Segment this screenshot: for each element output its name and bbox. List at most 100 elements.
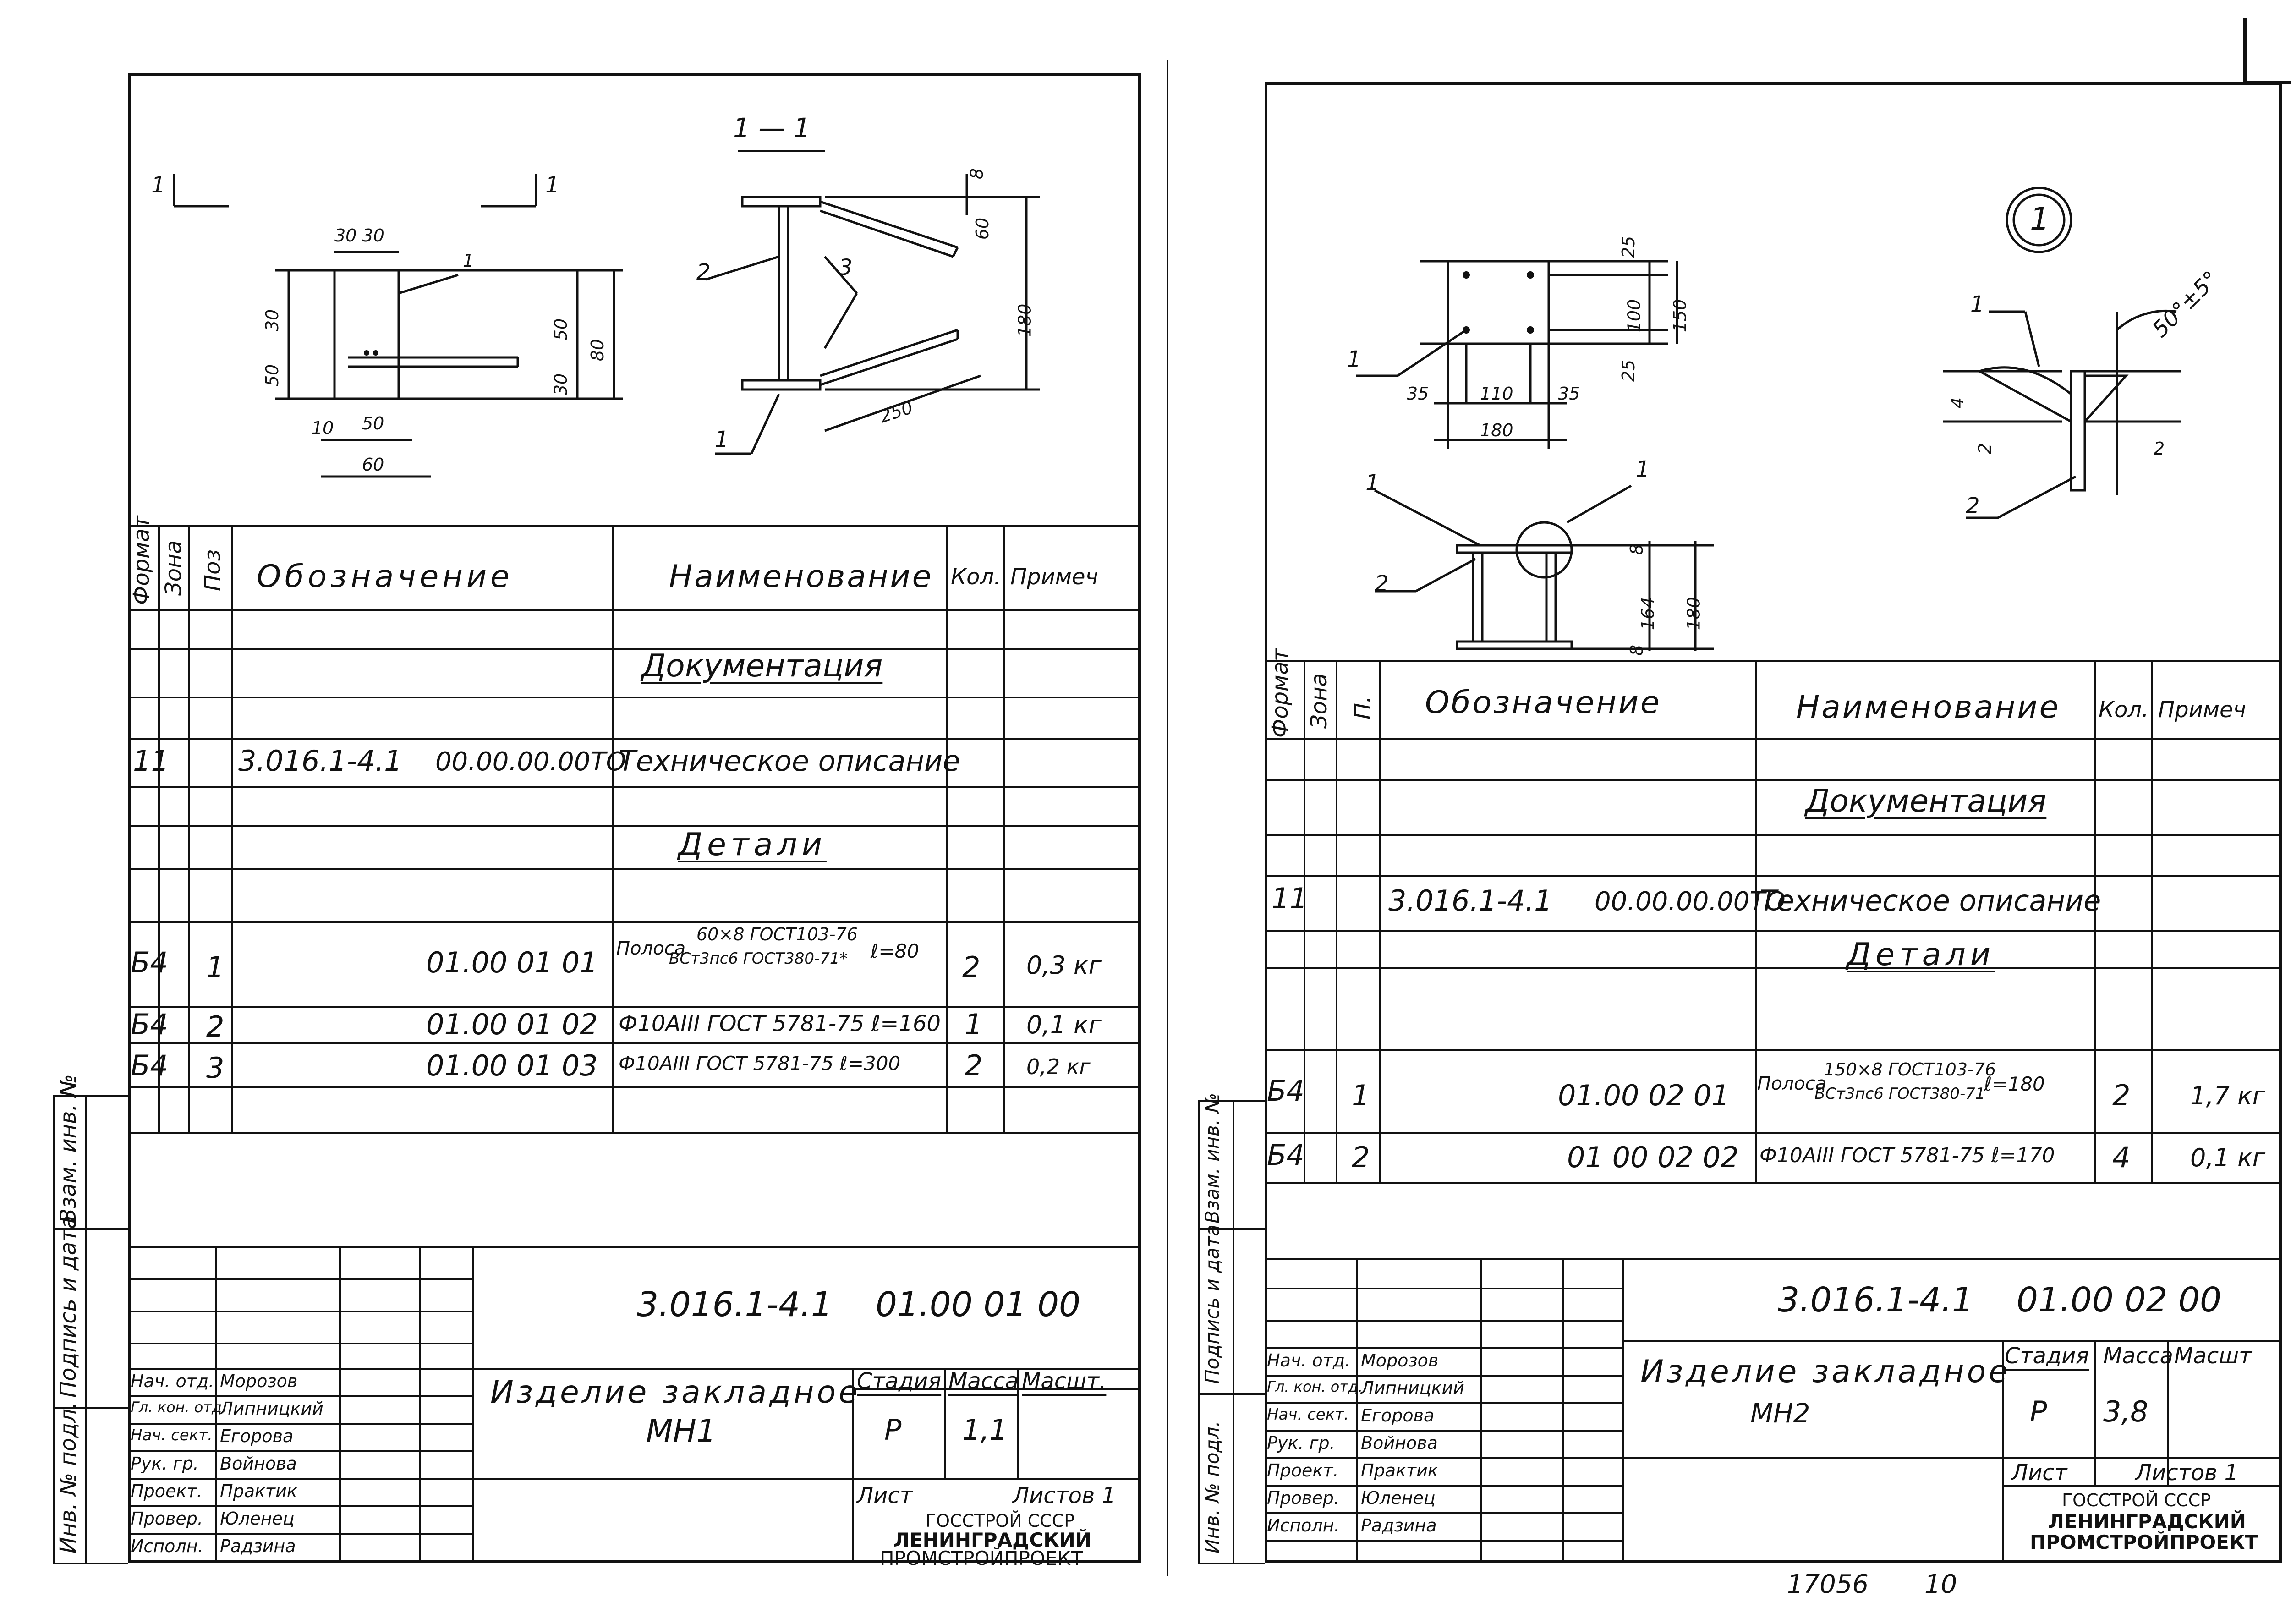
right-side-d164: 164 bbox=[1638, 597, 1658, 631]
right-row2-qty: 4 bbox=[2112, 1141, 2131, 1174]
left-sec-pos-1: 1 bbox=[715, 427, 729, 452]
left-row-line bbox=[128, 1042, 1141, 1044]
right-stamp-org1: ГОССТРОЙ СССР bbox=[2062, 1490, 2211, 1510]
right-dim-180: 180 bbox=[1480, 420, 1513, 440]
right-role-3: Рук. гр. bbox=[1267, 1433, 1335, 1453]
left-col-line bbox=[946, 525, 948, 1132]
left-margin-line bbox=[53, 1563, 128, 1564]
left-row3-note: 0,2 кг bbox=[1026, 1054, 1091, 1079]
left-row1-designation: 01.00 01 01 bbox=[426, 946, 598, 979]
left-dim-left-b: 50 bbox=[262, 364, 283, 387]
right-stamp-line bbox=[1265, 1485, 1622, 1487]
archive-number: 17056 bbox=[1787, 1569, 1869, 1599]
left-col-line bbox=[231, 525, 233, 1132]
right-header-pos: П. bbox=[1350, 696, 1376, 719]
left-margin-line bbox=[53, 1095, 128, 1097]
left-plan-leader-label: 1 bbox=[463, 251, 474, 271]
right-stamp-line bbox=[1265, 1540, 1622, 1542]
right-row2-name: Ф10АIII ГОСТ 5781-75 ℓ=170 bbox=[1759, 1144, 2055, 1167]
left-header-qty: Кол. bbox=[951, 564, 1001, 590]
right-dim-100: 100 bbox=[1624, 299, 1644, 333]
right-node-gap-b: 2 bbox=[2154, 439, 2165, 459]
left-row3-designation: 01.00 01 03 bbox=[426, 1049, 598, 1082]
right-stamp-line bbox=[1265, 1512, 1622, 1514]
left-stamp-org2: ЛЕНИНГРАДСКИЙ bbox=[893, 1529, 1091, 1551]
left-doc-designation-b: 00.00.00.00ТО bbox=[435, 747, 626, 777]
left-row-line bbox=[128, 825, 1141, 827]
right-row1-name-len: ℓ=180 bbox=[1984, 1073, 2045, 1095]
right-person-4: Практик bbox=[1361, 1460, 1438, 1481]
left-role-6: Исполн. bbox=[131, 1536, 203, 1556]
left-row-line bbox=[128, 868, 1141, 870]
right-table-top bbox=[1265, 660, 2282, 662]
right-node-pos-1: 1 bbox=[1970, 291, 1984, 317]
right-row2-format: Б4 bbox=[1267, 1138, 1304, 1172]
right-stamp-line bbox=[2002, 1485, 2282, 1487]
left-doc-format: 11 bbox=[133, 744, 169, 778]
left-stamp-sheet-label: Лист bbox=[857, 1483, 913, 1509]
left-doc-name: Техническое описание bbox=[619, 744, 960, 778]
left-role-0: Нач. отд. bbox=[131, 1371, 214, 1391]
left-table-header-line bbox=[128, 609, 1141, 611]
left-section-parts: Детали bbox=[678, 827, 827, 863]
left-row-line bbox=[128, 738, 1141, 740]
right-node-gap-a: 2 bbox=[1975, 443, 1995, 455]
left-role-5: Провер. bbox=[131, 1509, 203, 1529]
left-cut-mark-right: 1 bbox=[545, 172, 559, 198]
right-stamp-code: 3.016.1-4.1 01.00 02 00 bbox=[1778, 1280, 2222, 1320]
right-col-line bbox=[2151, 660, 2153, 1182]
left-row1-name-num: 60×8 ГОСТ103-76 bbox=[696, 924, 858, 944]
right-row-line bbox=[1265, 875, 2282, 877]
left-person-6: Радзина bbox=[220, 1536, 296, 1556]
right-side-d180: 180 bbox=[1683, 597, 1704, 631]
right-role-5: Провер. bbox=[1267, 1488, 1339, 1508]
left-col-line bbox=[612, 525, 614, 1132]
left-row1-note: 0,3 кг bbox=[1026, 951, 1102, 980]
right-stamp-org3: ПРОМСТРОЙПРОЕКТ bbox=[2030, 1531, 2258, 1553]
right-col-line bbox=[1336, 660, 1337, 1182]
right-row1-pos: 1 bbox=[1352, 1079, 1370, 1112]
left-stamp-line bbox=[128, 1368, 1141, 1370]
left-stamp-col bbox=[1017, 1368, 1019, 1478]
right-stamp-line bbox=[1265, 1320, 1622, 1322]
right-dim-25a: 25 bbox=[1618, 236, 1639, 258]
right-stamp-mass: 3,8 bbox=[2103, 1395, 2148, 1428]
left-person-1: Липницкий bbox=[220, 1399, 323, 1419]
right-person-6: Радзина bbox=[1361, 1515, 1437, 1536]
left-stamp-line bbox=[128, 1423, 472, 1425]
left-margin-outer bbox=[53, 1095, 55, 1563]
left-table-top bbox=[128, 525, 1141, 527]
left-col-line bbox=[1003, 525, 1005, 1132]
right-stamp-line bbox=[1265, 1430, 1622, 1432]
right-stamp-top bbox=[1265, 1258, 2282, 1260]
right-role-6: Исполн. bbox=[1267, 1515, 1340, 1536]
right-header-qty: Кол. bbox=[2099, 697, 2149, 723]
right-row2-designation: 01 00 02 02 bbox=[1567, 1141, 1739, 1174]
right-stamp-mass-label: Масса bbox=[2103, 1343, 2174, 1369]
right-stamp-col bbox=[2002, 1340, 2004, 1563]
right-col-line bbox=[1304, 660, 1305, 1182]
right-stamp-sheet-label: Лист bbox=[2011, 1460, 2067, 1486]
right-role-0: Нач. отд. bbox=[1267, 1350, 1351, 1371]
left-stamp-line bbox=[128, 1278, 472, 1280]
right-row1-note: 1,7 кг bbox=[2190, 1081, 2266, 1110]
right-row-line bbox=[1265, 1049, 2282, 1051]
right-stamp-line bbox=[1265, 1288, 1622, 1289]
left-stamp-mass-label: Масса bbox=[948, 1368, 1019, 1394]
left-dim-right-a: 50 bbox=[551, 318, 571, 341]
left-col-line bbox=[188, 525, 190, 1132]
left-dim-right-total: 80 bbox=[587, 339, 608, 362]
right-margin-line bbox=[1198, 1563, 1265, 1564]
left-sec-dim-total: 180 bbox=[1014, 303, 1035, 337]
left-sec-dim-b: 60 bbox=[972, 217, 993, 240]
right-stamp-stage: Р bbox=[2030, 1395, 2047, 1428]
right-header-zone: Зона bbox=[1306, 673, 1332, 729]
right-doc-name: Техническое описание bbox=[1759, 884, 2101, 917]
left-stamp-scale-label: Масшт. bbox=[1022, 1368, 1107, 1394]
left-stamp-col bbox=[472, 1246, 474, 1563]
left-stamp-col bbox=[339, 1246, 341, 1563]
right-doc-format: 11 bbox=[1272, 882, 1308, 915]
left-row-line bbox=[128, 1086, 1141, 1088]
left-margin-line bbox=[53, 1228, 128, 1230]
left-role-1: Гл. кон. отд. bbox=[131, 1399, 227, 1416]
